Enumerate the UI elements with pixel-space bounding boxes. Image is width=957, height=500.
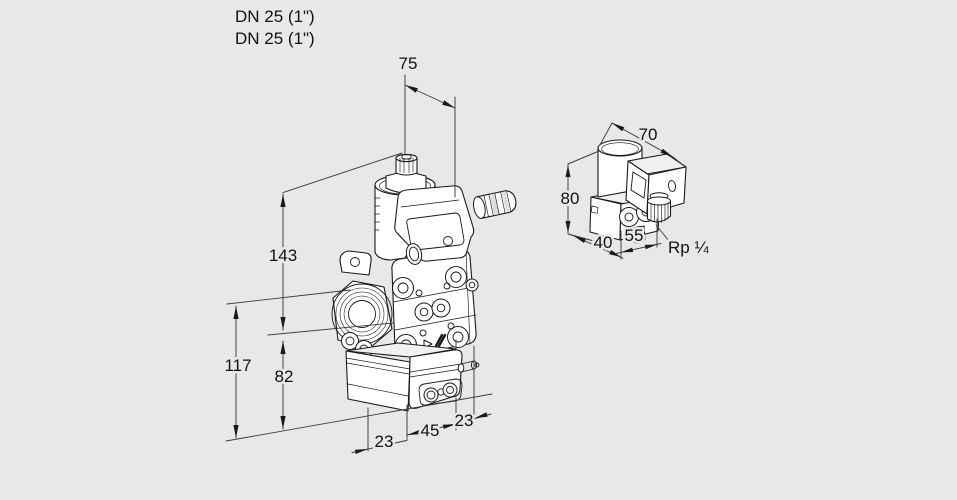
- rp-quarter-connector: [646, 192, 672, 224]
- arrowhead: [280, 416, 286, 429]
- cap-slot: [401, 154, 412, 160]
- dim-143: 143: [266, 152, 403, 331]
- dim-23-left-label: 23: [375, 432, 394, 451]
- arrowhead: [442, 424, 456, 429]
- dim-23-right-label: 23: [455, 411, 474, 430]
- arrowhead: [475, 412, 488, 418]
- dim-117-label: 117: [224, 356, 251, 375]
- dim-23-left: 23: [351, 407, 408, 454]
- pilot-terminal-box: [625, 153, 687, 215]
- block-bottom-tab: [630, 225, 646, 244]
- terminal-box-screw-hole: [443, 236, 453, 246]
- thread-callout: Rp ¼: [655, 224, 712, 260]
- dim-45: 45: [406, 404, 457, 443]
- arrowhead: [609, 250, 621, 257]
- arrowhead: [565, 221, 571, 233]
- dim-70-label: 70: [639, 125, 658, 144]
- arrowhead: [660, 148, 673, 157]
- arrowhead: [565, 165, 571, 177]
- pipe-thread-port: [331, 250, 393, 358]
- arrowhead: [280, 317, 286, 330]
- arrowhead: [280, 194, 286, 207]
- dim-55: 55: [615, 218, 662, 260]
- dim-117: 117: [222, 289, 493, 442]
- thread-size-label: Rp ¼: [668, 238, 709, 257]
- arrowhead: [233, 306, 239, 319]
- terminal-box: [394, 185, 475, 265]
- pressure-regulator-block: [345, 342, 480, 412]
- dim-82-label: 82: [275, 367, 294, 386]
- arrowhead: [233, 425, 239, 438]
- dim-75-label: 75: [399, 54, 418, 73]
- header: DN 25 (1") DN 25 (1"): [235, 7, 315, 48]
- dim-80: 80: [558, 150, 600, 241]
- detail-view-dimensions: 70 80 40 55 Rp ¼: [558, 123, 712, 260]
- arrowhead: [354, 449, 368, 454]
- leader-line: [655, 224, 670, 242]
- dim-82: 82: [267, 322, 394, 430]
- main-view-dimensions: 75 143 82 117 23: [222, 52, 493, 454]
- dim-75: 75: [396, 52, 456, 198]
- dim-70: 70: [599, 123, 685, 167]
- dim-45-label: 45: [421, 421, 440, 440]
- main-valve-view: [331, 153, 517, 412]
- arrowhead: [574, 236, 586, 243]
- arrowhead: [612, 123, 625, 132]
- arrowhead: [405, 85, 418, 93]
- test-nipple: [457, 360, 480, 373]
- manual-actuator-cap: [385, 153, 427, 194]
- pressure-test-ports: [414, 282, 455, 337]
- conduit-boss: [405, 243, 423, 265]
- arrowhead: [407, 430, 421, 435]
- dim-55-label: 55: [625, 226, 644, 245]
- arrowhead: [644, 244, 657, 250]
- arrowhead: [442, 100, 455, 108]
- dim-40-label: 40: [594, 233, 613, 252]
- dim-23-right: 23: [452, 339, 492, 433]
- arrowhead: [280, 341, 286, 354]
- detail-valve-view: [589, 139, 687, 244]
- dim-40: 40: [569, 231, 624, 259]
- flange-bolts: [392, 266, 479, 356]
- dim-80-label: 80: [561, 189, 580, 208]
- dn-size-line-1: DN 25 (1"): [235, 7, 315, 26]
- arrowhead: [621, 247, 634, 253]
- gas-symbol-icon: [434, 333, 447, 348]
- dn-size-line-2: DN 25 (1"): [235, 29, 315, 48]
- dim-143-label: 143: [269, 246, 297, 265]
- valve-flange-body: [391, 249, 479, 357]
- terminal-screw-hole: [668, 180, 676, 192]
- cable-gland: [473, 190, 517, 219]
